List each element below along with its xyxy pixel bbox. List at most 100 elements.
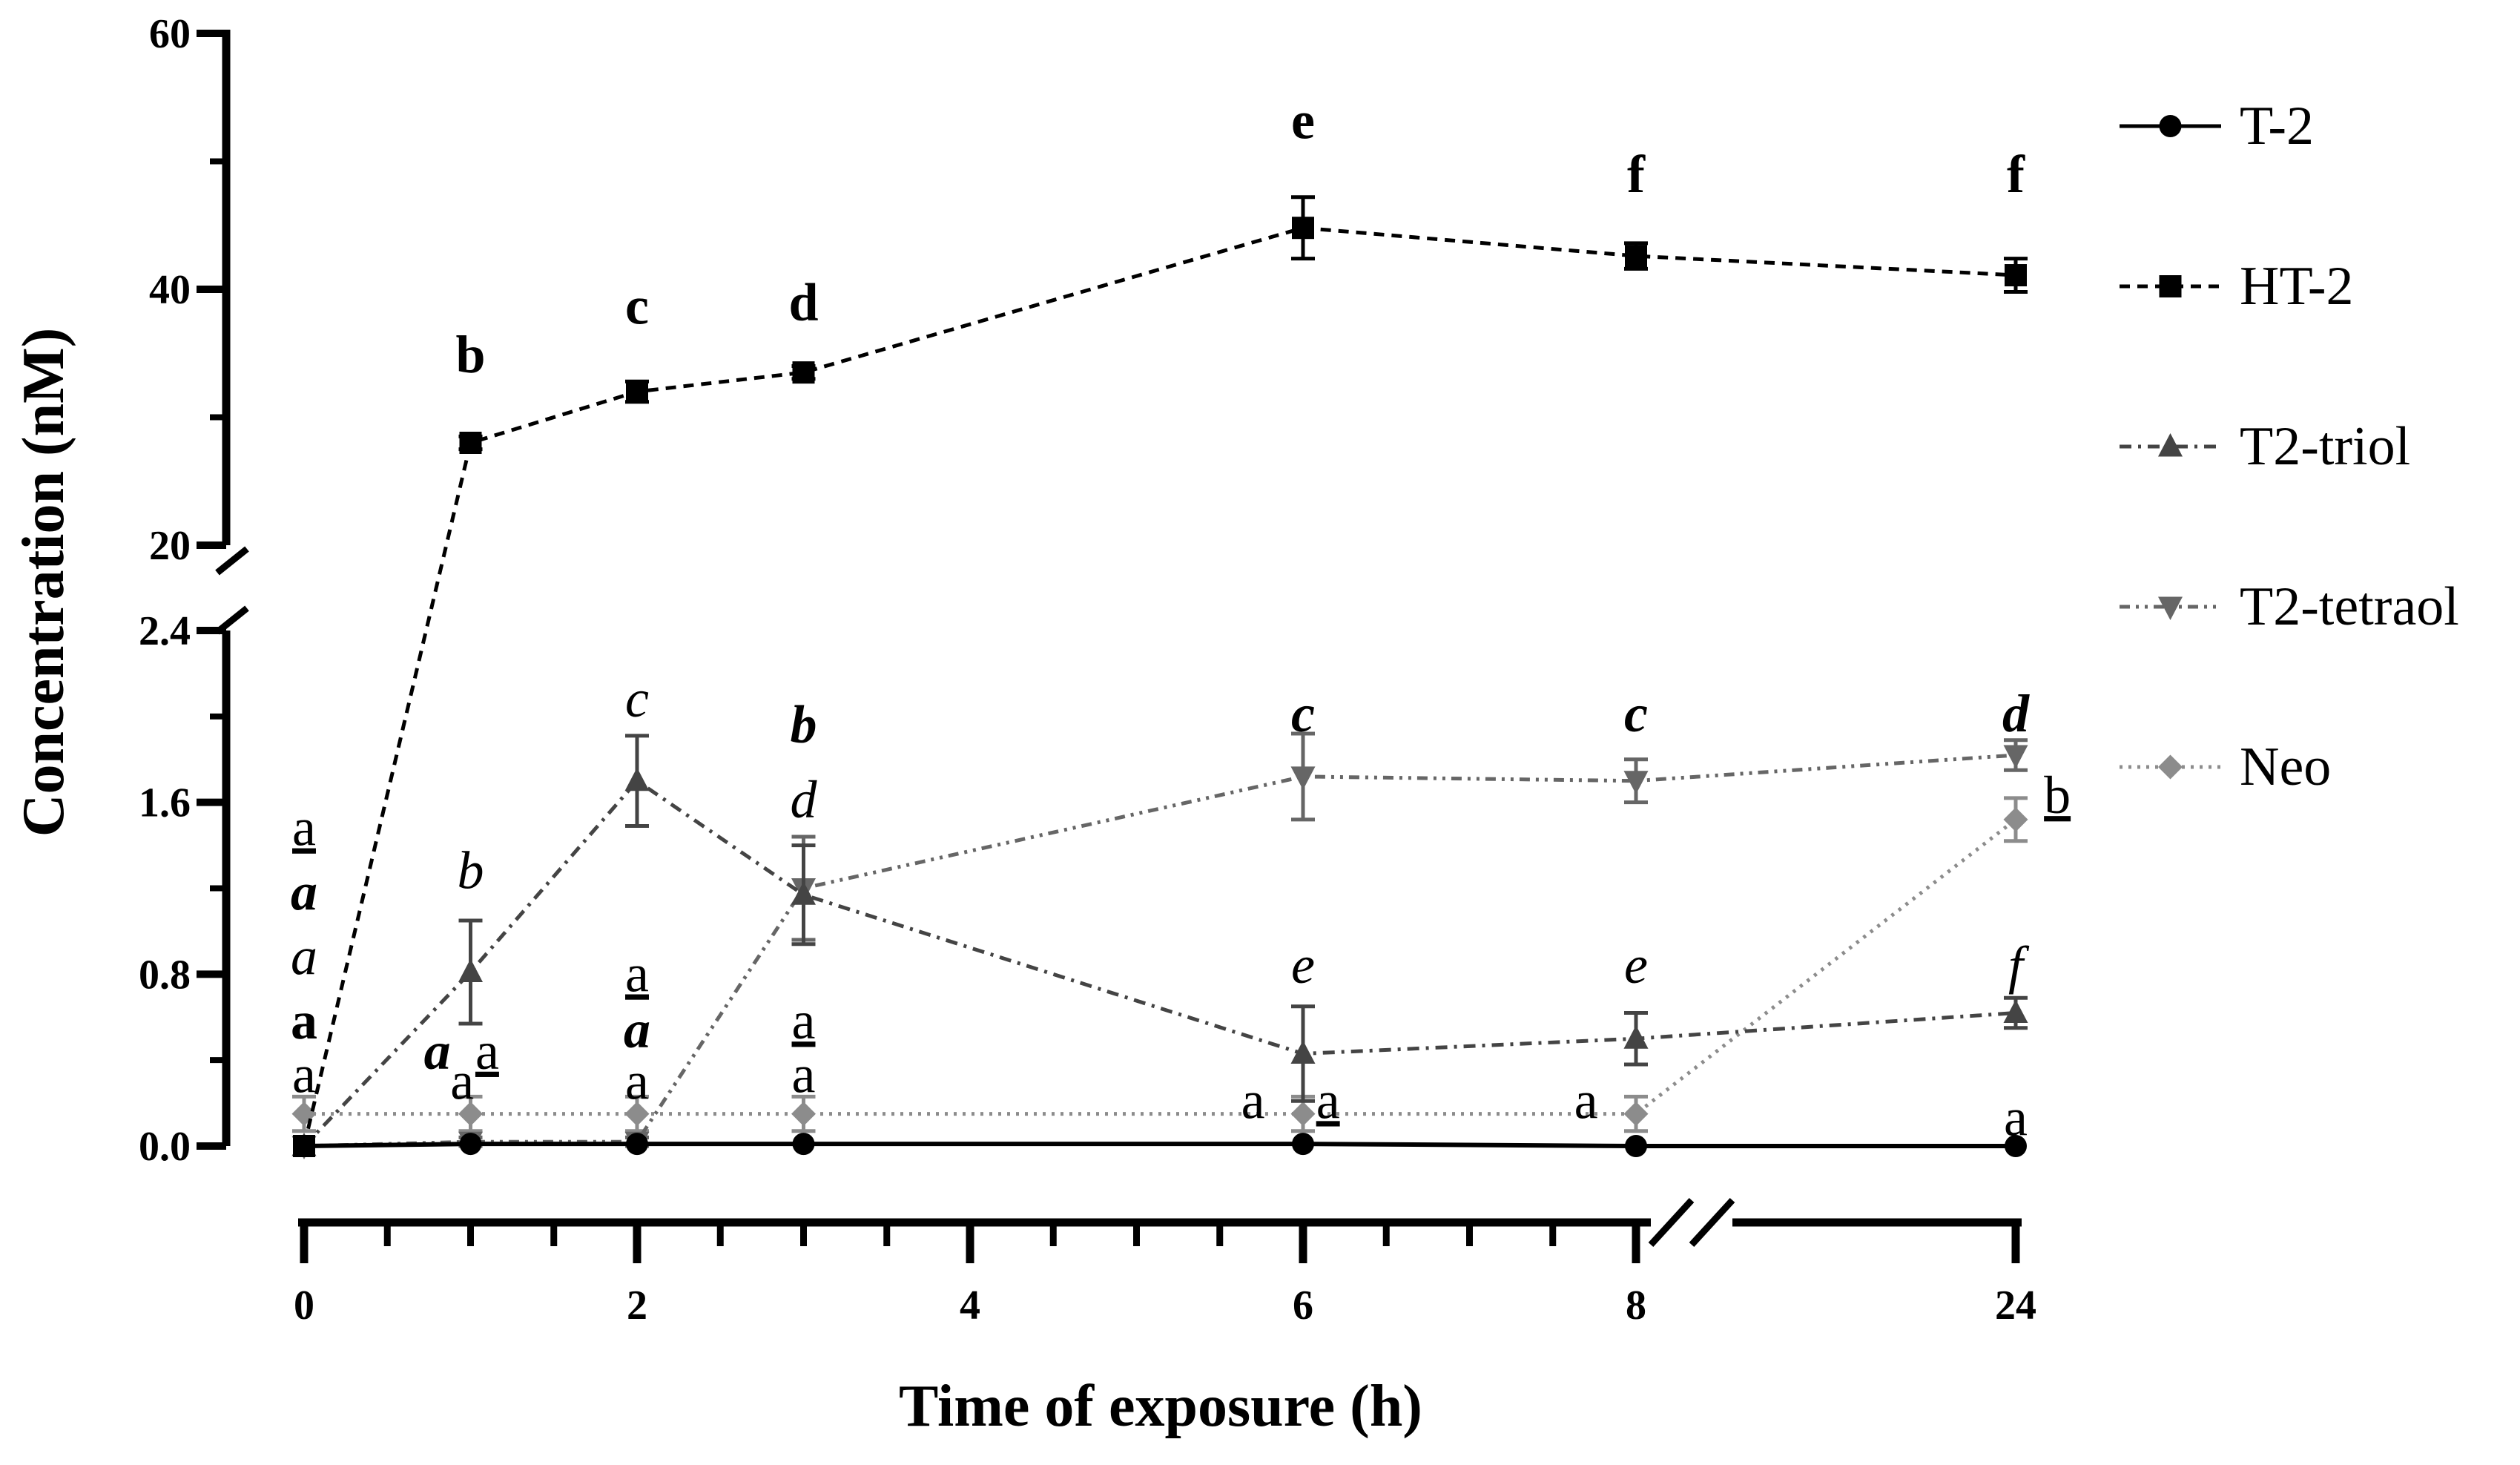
legend-item: T2-tetraol: [2120, 576, 2459, 637]
data-point: [792, 1133, 815, 1156]
data-point: [1625, 1135, 1647, 1157]
series-line: [302, 225, 2016, 1147]
series-t-2: [293, 1133, 2027, 1157]
significance-letter: f: [2007, 145, 2025, 204]
significance-letter: b: [791, 695, 817, 754]
data-point: [458, 1102, 483, 1127]
y-tick-label: 0.0: [139, 1124, 191, 1170]
data-point: [624, 1102, 650, 1127]
legend-label: Neo: [2240, 737, 2331, 797]
y-tick-label: 40: [149, 267, 191, 313]
significance-letter: a: [292, 798, 316, 857]
series-line: [303, 1142, 2016, 1148]
data-point: [1623, 1025, 1649, 1049]
significance-letter: c: [625, 669, 649, 728]
significance-letter: d: [788, 272, 818, 332]
series-t2-tetraol: [291, 731, 2028, 1159]
legend-label: HT-2: [2240, 256, 2354, 317]
significance-letter: a: [1316, 1070, 1340, 1130]
significance-letter: e: [1291, 90, 1315, 150]
significance-letter: a: [625, 944, 649, 1004]
data-point: [2003, 745, 2028, 768]
y-tick-label: 1.6: [139, 780, 191, 826]
legend-marker: [2159, 115, 2182, 137]
data-point: [791, 1102, 816, 1127]
significance-letter: f: [1627, 145, 1646, 204]
data-point: [458, 958, 483, 982]
legend-marker: [2158, 433, 2183, 457]
legend-item: T2-triol: [2120, 416, 2410, 477]
y-axis-break-mark: [215, 546, 249, 576]
significance-letter: c: [1624, 684, 1648, 743]
y-tick-label: 0.8: [139, 952, 191, 998]
significance-letter: b: [458, 841, 484, 901]
x-tick-label: 24: [1995, 1283, 2036, 1329]
significance-letter: c: [1291, 684, 1315, 743]
significance-letter: a: [792, 991, 816, 1050]
significance-letter: f: [2008, 935, 2030, 995]
y-tick-label: 2.4: [139, 608, 191, 654]
x-tick-label: 4: [960, 1283, 980, 1329]
significance-letter: d: [791, 770, 818, 829]
significance-letter: b: [2044, 766, 2071, 825]
series-neo: [291, 796, 2028, 1133]
data-point: [791, 881, 816, 905]
series-t2-triol: [291, 734, 2028, 1156]
legend-item: T-2: [2120, 96, 2314, 157]
significance-letter: a: [291, 991, 317, 1050]
significance-letter: a: [2004, 1088, 2028, 1148]
significance-letter: a: [291, 862, 317, 921]
annotation-layer: aaaaabbaaaccaaadbdaaeceaafceaafdfba: [291, 90, 2071, 1148]
data-point: [792, 361, 815, 384]
significance-letter: a: [792, 1045, 816, 1104]
significance-letter: a: [291, 926, 317, 986]
significance-letter: e: [1624, 935, 1648, 995]
significance-letter: a: [450, 1051, 474, 1110]
significance-letter: a: [1241, 1070, 1265, 1130]
data-point: [1290, 766, 1316, 790]
significance-letter: d: [2002, 684, 2030, 743]
significance-letter: a: [625, 1051, 649, 1110]
data-point: [624, 767, 650, 791]
legend-label: T2-tetraol: [2240, 576, 2459, 637]
legend-marker: [2159, 275, 2182, 297]
significance-letter: a: [1574, 1070, 1598, 1130]
x-axis-break-mark: [1689, 1197, 1735, 1248]
x-axis-break-mark: [1648, 1197, 1695, 1248]
data-point: [1290, 1040, 1316, 1064]
legend-marker: [2158, 596, 2183, 620]
y-tick-label: 60: [149, 11, 191, 57]
series-line: [303, 753, 2016, 1148]
data-point: [293, 1135, 315, 1157]
data-point: [2003, 999, 2028, 1023]
series-line: [303, 778, 2016, 1148]
data-point: [1623, 771, 1649, 794]
legend-label: T-2: [2240, 96, 2314, 157]
y-tick-label: 20: [149, 523, 191, 569]
significance-letter: a: [292, 1045, 316, 1104]
significance-letter: a: [624, 1000, 650, 1059]
data-point: [626, 381, 648, 403]
data-point: [2003, 807, 2028, 832]
data-point: [2005, 264, 2027, 287]
x-tick-label: 2: [627, 1283, 647, 1329]
x-axis-title: Time of exposure (h): [899, 1374, 1422, 1439]
data-point: [1625, 245, 1647, 268]
data-point: [626, 1133, 648, 1156]
legend-item: Neo: [2120, 737, 2331, 797]
data-point: [1292, 1133, 1314, 1156]
data-point: [1290, 1102, 1316, 1127]
significance-letter: c: [625, 277, 649, 336]
significance-letter: a: [475, 1021, 499, 1081]
legend-label: T2-triol: [2240, 416, 2410, 477]
data-point: [459, 432, 482, 454]
data-point: [2005, 1135, 2027, 1157]
data-point: [1292, 217, 1314, 240]
series-ht-2: [293, 195, 2028, 1157]
y-axis-title: Concentration (nM): [11, 328, 76, 837]
series-layer: [291, 195, 2028, 1159]
legend-marker: [2158, 754, 2183, 780]
